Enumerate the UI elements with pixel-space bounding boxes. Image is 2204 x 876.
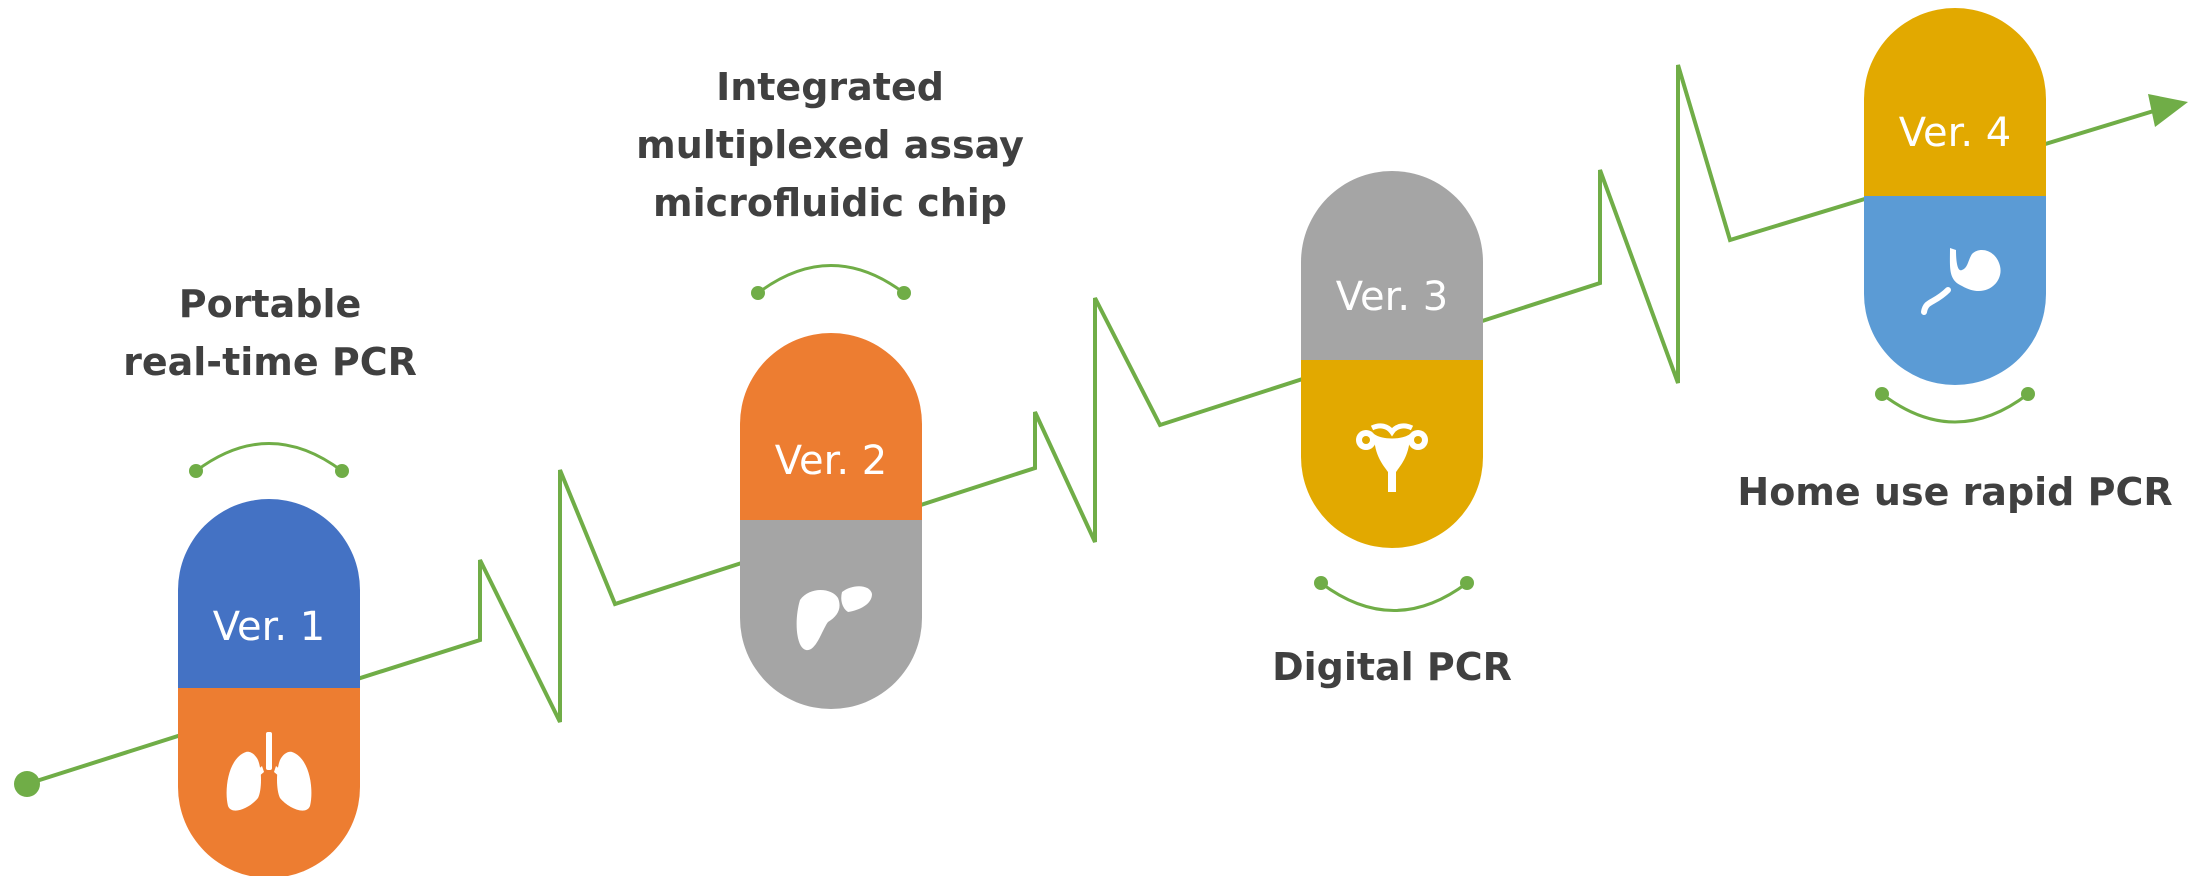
stage-title-line: Portable	[178, 282, 362, 326]
version-label-3: Ver. 3	[1335, 274, 1449, 320]
version-label-1: Ver. 1	[212, 604, 326, 650]
liver-icon	[796, 586, 872, 651]
capsule-ver-1	[178, 499, 360, 876]
capsule-top	[1301, 171, 1483, 362]
connector-arc-1	[189, 442, 349, 478]
stage-title-2: Integrated multiplexed assay microfluidi…	[600, 58, 1060, 232]
version-label-4: Ver. 4	[1898, 110, 2012, 156]
stage-title-line: Digital PCR	[1272, 645, 1512, 689]
capsule-ver-2	[740, 333, 922, 709]
capsule-top	[178, 499, 360, 690]
capsule-top	[740, 333, 922, 522]
capsule-bottom	[178, 688, 360, 876]
connector-arc-3	[1314, 576, 1474, 612]
timeline-start-dot	[14, 771, 40, 797]
stage-title-line: Home use rapid PCR	[1737, 470, 2173, 514]
timeline-arrowhead	[2148, 94, 2188, 127]
stage-title-1: Portable real-time PCR	[60, 275, 480, 391]
stage-title-3: Digital PCR	[1200, 638, 1584, 696]
stage-title-line: Integrated	[716, 65, 944, 109]
timeline-path	[26, 64, 2181, 786]
lungs-icon	[226, 732, 312, 811]
stage-title-4: Home use rapid PCR	[1720, 463, 2190, 521]
version-label-2: Ver. 2	[774, 438, 888, 484]
connector-arc-4	[1875, 387, 2035, 424]
connector-arc-2	[751, 264, 911, 300]
stage-title-line: microfluidic chip	[652, 181, 1008, 225]
stage-title-line: real-time PCR	[123, 340, 417, 384]
uterus-icon	[1356, 423, 1428, 492]
capsule-ver-4	[1864, 8, 2046, 385]
stage-title-line: multiplexed assay	[636, 123, 1024, 167]
stomach-icon	[1921, 248, 2001, 315]
capsule-bottom	[1864, 196, 2046, 385]
capsule-top	[1864, 8, 2046, 198]
